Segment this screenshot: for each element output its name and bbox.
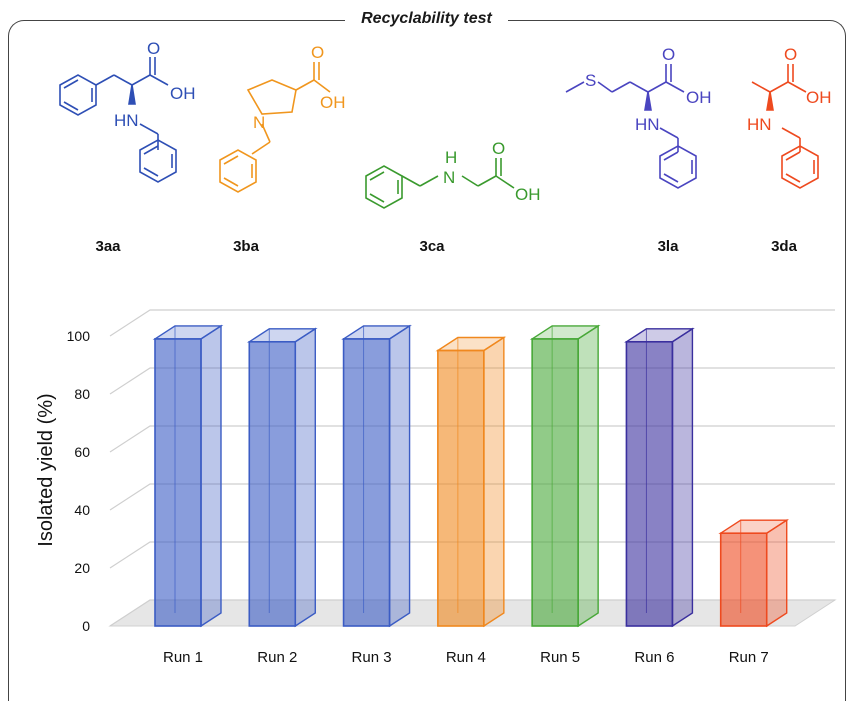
atom-n-3ba: N bbox=[253, 113, 265, 132]
atom-s-3la: S bbox=[585, 71, 596, 90]
compound-label-3ca: 3ca bbox=[419, 238, 445, 255]
bar-front bbox=[625, 340, 674, 627]
atom-oh-3ba: OH bbox=[320, 93, 346, 112]
bar-side bbox=[577, 324, 599, 628]
bar-front bbox=[719, 532, 768, 627]
atom-n-3ca: N bbox=[443, 168, 455, 187]
compound-label-3la: 3la bbox=[657, 238, 679, 255]
gridline-100 bbox=[109, 309, 835, 337]
gridline-0 bbox=[109, 599, 835, 627]
bar-2 bbox=[246, 327, 318, 628]
atom-o-3aa: O bbox=[147, 39, 160, 58]
x-tick-label: Run 3 bbox=[352, 649, 392, 666]
bar-front bbox=[154, 338, 202, 627]
atom-oh-3ca: OH bbox=[515, 185, 541, 204]
gridline-80 bbox=[109, 367, 835, 395]
compound-label-3ba: 3ba bbox=[233, 238, 259, 255]
x-tick-label: Run 6 bbox=[634, 649, 674, 666]
x-tick-label: Run 4 bbox=[446, 649, 486, 666]
y-tick-label: 40 bbox=[74, 502, 90, 518]
atom-o-3da: O bbox=[784, 45, 797, 64]
atom-oh-3la: OH bbox=[686, 88, 712, 107]
structure-3ca bbox=[365, 158, 515, 209]
atom-o-3la: O bbox=[662, 45, 675, 64]
structure-3aa bbox=[59, 57, 177, 183]
y-tick-label: 60 bbox=[74, 444, 90, 460]
bar-side bbox=[483, 336, 505, 628]
bar-side bbox=[200, 324, 222, 628]
structures-panel: O OH HN O OH N H N O OH bbox=[59, 39, 832, 209]
structure-3da bbox=[751, 64, 819, 189]
bar-front bbox=[248, 340, 297, 627]
bar-3 bbox=[341, 324, 412, 628]
compound-label-3da: 3da bbox=[771, 238, 797, 255]
y-axis-label: Isolated yield (%) bbox=[35, 393, 57, 546]
x-tick-label: Run 7 bbox=[729, 649, 769, 666]
compound-label-3aa: 3aa bbox=[95, 238, 121, 255]
atom-oh-3aa: OH bbox=[170, 84, 196, 103]
bar-layer bbox=[152, 324, 790, 628]
bar-5 bbox=[529, 324, 601, 628]
bar-1 bbox=[152, 324, 224, 628]
bar-side bbox=[388, 324, 411, 628]
bar-front bbox=[531, 338, 579, 627]
bar-6 bbox=[624, 327, 695, 628]
atom-hn-3aa: HN bbox=[114, 111, 139, 130]
bar-4 bbox=[435, 336, 507, 628]
gridline-60 bbox=[109, 425, 835, 453]
atom-o-3ba: O bbox=[311, 43, 324, 62]
atom-hn-3la: HN bbox=[635, 115, 660, 134]
bar-front bbox=[437, 349, 485, 627]
bar-side bbox=[766, 518, 788, 628]
gridline-20 bbox=[109, 541, 835, 569]
x-tick-label: Run 1 bbox=[163, 649, 203, 666]
bar-side bbox=[671, 327, 694, 628]
bar-7 bbox=[718, 518, 790, 628]
x-tick-label: Run 5 bbox=[540, 649, 580, 666]
atom-o-3ca: O bbox=[492, 139, 505, 158]
y-tick-label: 0 bbox=[82, 618, 90, 634]
x-tick-label: Run 2 bbox=[257, 649, 297, 666]
gridline-40 bbox=[109, 483, 835, 511]
structure-3ba bbox=[219, 62, 331, 193]
atom-h-3ca: H bbox=[445, 148, 457, 167]
structure-3la bbox=[565, 64, 697, 189]
y-tick-label: 20 bbox=[74, 560, 90, 576]
atom-oh-3da: OH bbox=[806, 88, 832, 107]
y-tick-label: 100 bbox=[67, 328, 91, 344]
y-tick-label: 80 bbox=[74, 386, 90, 402]
atom-hn-3da: HN bbox=[747, 115, 772, 134]
bar-front bbox=[342, 338, 391, 627]
bar-side bbox=[294, 327, 316, 628]
